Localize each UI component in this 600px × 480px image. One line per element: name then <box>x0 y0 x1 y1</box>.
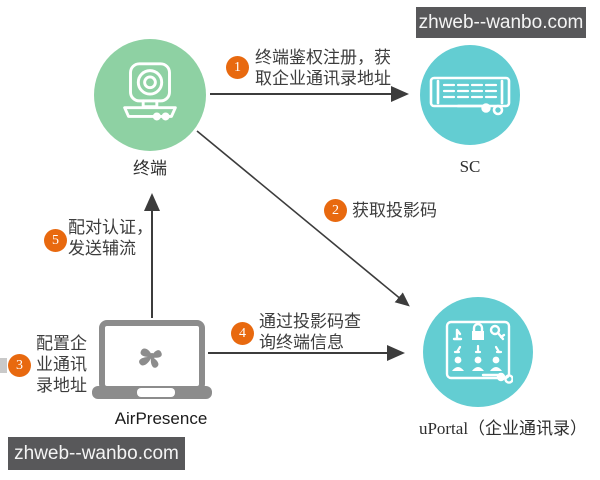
step3-text: 配置企 业通讯 录地址 <box>36 334 87 395</box>
clover-icon <box>139 348 162 368</box>
laptop-svg <box>92 320 212 399</box>
uportal-label: uPortal（企业通讯录） <box>418 419 588 438</box>
step2-text: 获取投影码 <box>352 201 437 220</box>
node-sc <box>420 45 520 145</box>
step1-number: 1 <box>234 59 241 75</box>
webcam-icon <box>123 62 177 121</box>
step2-number: 2 <box>332 202 339 218</box>
node-uportal <box>423 297 533 407</box>
step5-number: 5 <box>52 232 59 248</box>
step4-badge: 4 <box>231 322 254 345</box>
airpresence-label: AirPresence <box>114 409 208 428</box>
step4-text: 通过投影码查 询终端信息 <box>259 312 361 352</box>
watermark-top-right: zhweb--wanbo.com <box>416 7 586 38</box>
step1-text: 终端鉴权注册，获 取企业通讯录地址 <box>255 48 391 88</box>
step3-number: 3 <box>16 357 23 373</box>
edge-artifact-mark <box>0 358 7 373</box>
terminal-label: 终端 <box>133 159 167 178</box>
step2-badge: 2 <box>324 199 347 222</box>
step5-badge: 5 <box>44 229 67 252</box>
laptop-clover-icon <box>90 320 214 402</box>
directory-icon <box>445 320 513 384</box>
step5-text: 配对认证， 发送辅流 <box>68 218 153 258</box>
server-icon <box>429 76 511 116</box>
step1-badge: 1 <box>226 56 249 79</box>
sc-label: SC <box>459 157 481 176</box>
node-terminal <box>94 39 206 151</box>
watermark-bottom-left: zhweb--wanbo.com <box>8 437 185 470</box>
step4-number: 4 <box>239 325 246 341</box>
step3-badge: 3 <box>8 354 31 377</box>
